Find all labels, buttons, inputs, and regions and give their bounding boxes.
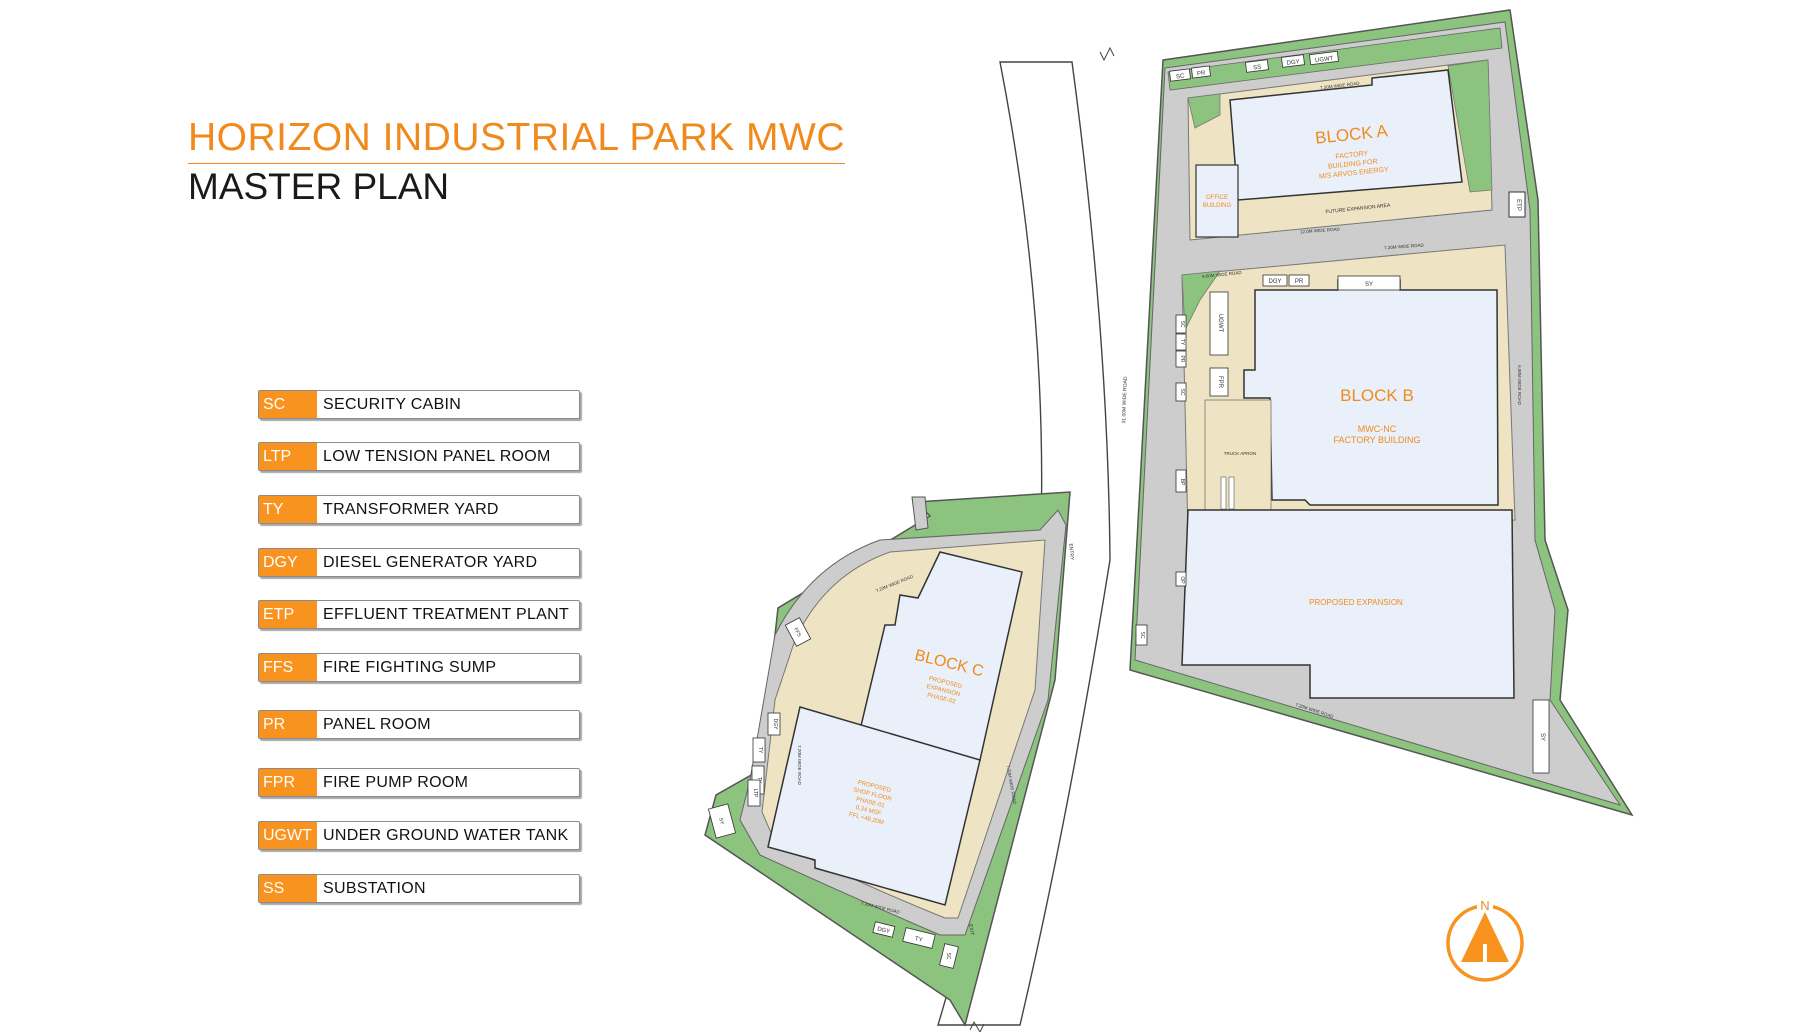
block-a-building [1229,69,1463,201]
dock-1 [1220,476,1227,510]
legend-item-fpr: FPR FIRE PUMP ROOM [258,768,580,797]
dgy-c-label: DGY [772,719,778,731]
legend-code: DGY [259,549,317,576]
pr-b-label: PR [1295,279,1304,285]
proposed-expansion [1181,509,1515,699]
inner-road-label: 9.00M WIDE ROAD [1202,270,1243,279]
block-a-green-right [1447,59,1493,193]
block-a-green [1187,93,1221,129]
ugwt-b-label: UGWT [1217,314,1223,333]
op-b-label: OP [1179,576,1185,584]
legend-code: FFS [259,654,317,681]
legend-item-etp: ETP EFFLUENT TREATMENT PLANT [258,600,580,629]
block-b-name: BLOCK B [1340,386,1414,405]
top-pr-label: PR [1197,70,1207,77]
legend-code: SC [259,391,317,418]
legend-label: PANEL ROOM [323,715,431,733]
block-b-lawn [1181,270,1221,332]
legend-item-ltp: LTP LOW TENSION PANEL ROOM [258,442,580,471]
etp-label-a: ETP [1515,199,1521,211]
ty-b-label: TY [1179,339,1185,346]
main-road-break-bottom [969,1020,985,1032]
block-b-utilities: UGWT FPR DGY PR SY SC TY PR SC BP OP SC … [1135,274,1550,774]
block-c-building [859,551,1023,761]
legend-item-dgy: DGY DIESEL GENERATOR YARD [258,548,580,577]
legend-label: UNDER GROUND WATER TANK [323,826,569,844]
legend-item-ss: SS SUBSTATION [258,874,580,903]
top-sc-label: SC [1176,73,1186,80]
north-letter: N [1480,898,1489,913]
main-road [937,61,1111,1026]
ty-c3-label: TY [914,936,923,944]
mid-road-label-2: 7.20M WIDE ROAD [1384,243,1425,251]
legend-code: TY [259,496,317,523]
fpr-b-label: FPR [1217,376,1223,389]
park-title: HORIZON INDUSTRIAL PARK MWC [188,118,846,164]
legend-item-pr: PR PANEL ROOM [258,710,580,739]
right-road-label: 6.00M WIDE ROAD [1517,365,1522,406]
legend-label: SECURITY CABIN [323,395,462,413]
dgy-c2-label: DGY [876,926,890,935]
ltp-c-label: LTP [752,789,758,798]
sc-c-label: SC [945,953,951,960]
north-arrow: N [1446,898,1524,982]
legend-code: LTP [259,443,317,470]
block-b-desc1: MWC-NC [1358,424,1397,434]
sy-b-label: SY [1365,282,1373,288]
legend-code: ETP [259,601,317,628]
sc-b-label: SC [1179,321,1185,328]
plan-subtitle: MASTER PLAN [188,166,450,207]
top-road-label: 7.20M WIDE ROAD [1320,81,1361,91]
block-c-utilities: FFS DGY TY TY LTP SY DGY TY SC [707,617,959,969]
dock-2 [1228,476,1235,510]
ffs-c-label: FFS [792,627,802,639]
legend-item-ffs: FFS FIRE FIGHTING SUMP [258,653,580,682]
legend-code: UGWT [259,822,317,849]
exit-label: EXIT [967,924,975,936]
main-road-break-top [1099,46,1115,62]
sy-c-label: SY [717,817,725,826]
shop-floor-building [767,706,981,906]
legend-code: FPR [259,769,317,796]
top-ss-label: SS [1253,65,1262,72]
legend-label: FIRE FIGHTING SUMP [323,658,497,676]
sy-b2-label: SY [1539,733,1545,741]
top-ugwt-label: UGWT [1315,56,1334,64]
legend-label: DIESEL GENERATOR YARD [323,553,538,571]
legend-label: FIRE PUMP ROOM [323,773,469,791]
legend-label: TRANSFORMER YARD [323,500,499,518]
office-building [1195,164,1239,238]
entry-label: ENTRY [1067,543,1075,561]
sw-road-label-left: 7.20M WIDE ROAD [797,745,802,786]
block-a-desc1: FACTORY [1335,150,1369,160]
main-road-label: 31.00M WIDE ROAD [1121,376,1129,424]
bp-b-label: BP [1179,479,1185,486]
office-label-1: OFFICE [1206,195,1228,201]
legend-item-ty: TY TRANSFORMER YARD [258,495,580,524]
legend-code: SS [259,875,317,902]
proposed-expansion-label: PROPOSED EXPANSION [1309,598,1403,607]
top-dgy-label: DGY [1286,59,1300,67]
sc-b2-label: SC [1179,389,1185,396]
legend-label: LOW TENSION PANEL ROOM [323,447,551,465]
ty-c-label: TY [757,747,763,754]
etp-box-a [1508,191,1526,218]
mid-road-label: 12.0M WIDE ROAD [1300,227,1341,235]
legend-item-ugwt: UGWT UNDER GROUND WATER TANK [258,821,580,850]
sw-grey-strip [911,496,929,531]
legend-item-sc: SC SECURITY CABIN [258,390,580,419]
legend-code: PR [259,711,317,738]
block-b-desc2: FACTORY BUILDING [1333,435,1420,445]
sw-road-label-right: 7.20M WIDE ROAD [1006,765,1018,806]
legend-label: SUBSTATION [323,879,426,897]
dgy-b-label: DGY [1268,279,1281,285]
truck-apron-label: TRUCK APRON [1224,451,1257,456]
top-utility-boxes: SC PR SS DGY UGWT [1169,50,1339,82]
sc-b3-label: SC [1139,632,1145,639]
legend-label: EFFLUENT TREATMENT PLANT [323,605,570,623]
truck-apron [1204,399,1272,511]
office-label-2: BUILDING [1203,203,1232,209]
pr-b2-label: PR [1179,356,1185,363]
